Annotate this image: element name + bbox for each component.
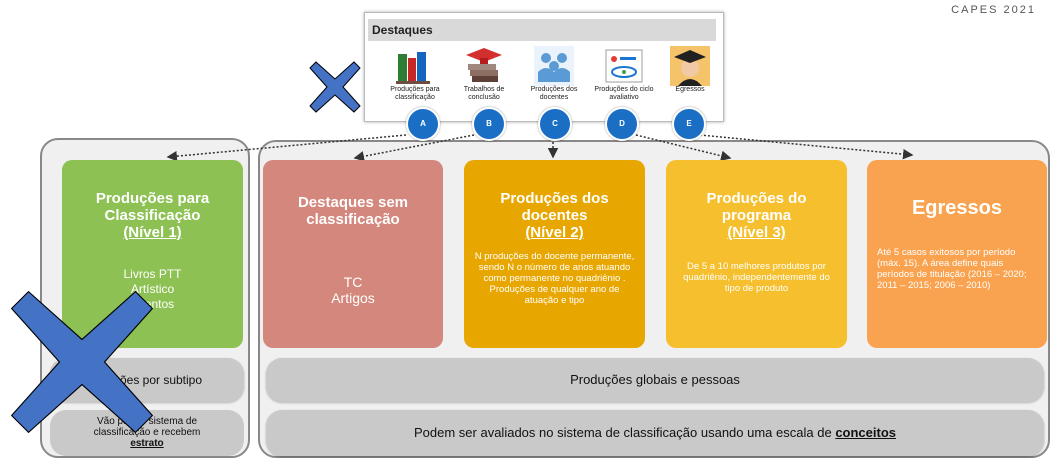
circle-b: B bbox=[472, 107, 506, 141]
box-body: De 5 a 10 melhores produtos por quadriên… bbox=[683, 261, 830, 294]
circle-e: E bbox=[672, 107, 706, 141]
large-cross-icon bbox=[10, 290, 154, 434]
destaques-title: Destaques bbox=[368, 19, 716, 41]
destaques-label-d: Produções do ciclo avaliativo bbox=[594, 86, 654, 101]
box-subtitle: (Nível 3) bbox=[727, 224, 786, 241]
box-subtitle: (Nível 2) bbox=[525, 224, 584, 241]
box-title: Produções do programa bbox=[706, 190, 807, 224]
pill-left-bottom-bold: estrato bbox=[130, 438, 164, 449]
pill-right-bottom-text: Podem ser avaliados no sistema de classi… bbox=[414, 425, 832, 440]
pill-right-bottom-bold: conceitos bbox=[835, 425, 896, 440]
box-title: Destaques sem classificação bbox=[297, 194, 409, 228]
small-cross-icon bbox=[309, 61, 361, 113]
box-title: Produções para Classificação bbox=[95, 190, 210, 224]
box-body: TC Artigos bbox=[331, 274, 375, 306]
pill-right-top: Produções globais e pessoas bbox=[266, 358, 1044, 402]
box-title: Produções dos docentes bbox=[500, 190, 609, 224]
box-producoes-docentes: Produções dos docentes (Nível 2) N produ… bbox=[464, 160, 645, 348]
graduate-person-icon bbox=[670, 46, 710, 86]
destaques-label-b: Trabalhos de conclusão bbox=[463, 86, 505, 101]
circle-a: A bbox=[406, 107, 440, 141]
destaques-label-c: Produções dos docentes bbox=[530, 86, 578, 101]
graduation-books-icon bbox=[466, 48, 502, 82]
box-body: N produções do docente permanente, sendo… bbox=[474, 251, 635, 306]
box-body: Até 5 casos exitosos por período (máx. 1… bbox=[877, 247, 1027, 291]
circle-c: C bbox=[538, 107, 572, 141]
destaques-label-e: Egressos bbox=[675, 86, 705, 93]
box-destaques-sem-classificacao: Destaques sem classificação TC Artigos bbox=[263, 160, 443, 348]
pill-right-bottom: Podem ser avaliados no sistema de classi… bbox=[266, 410, 1044, 456]
circle-d: D bbox=[605, 107, 639, 141]
box-producoes-programa: Produções do programa (Nível 3) De 5 a 1… bbox=[666, 160, 847, 348]
box-egressos: Egressos Até 5 casos exitosos por períod… bbox=[867, 160, 1047, 348]
pill-left-top-text: ões por subtipo bbox=[119, 373, 203, 387]
books-icon bbox=[396, 52, 430, 84]
destaques-label-a: Produções para classificação bbox=[390, 86, 440, 101]
corner-label: CAPES 2021 bbox=[951, 4, 1036, 16]
box-title: Egressos bbox=[911, 197, 1003, 219]
people-group-icon bbox=[534, 46, 574, 86]
box-producoes-classificacao: Produções para Classificação (Nível 1) L… bbox=[62, 160, 243, 348]
cycle-chart-icon bbox=[605, 49, 643, 83]
box-subtitle: (Nível 1) bbox=[123, 224, 182, 241]
